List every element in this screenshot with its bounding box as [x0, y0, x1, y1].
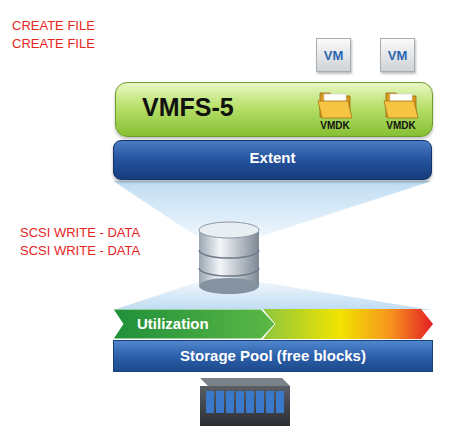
annotation-text: SCSI WRITE - DATA: [20, 225, 140, 241]
node-text: Extent: [114, 149, 431, 166]
vmdk-folder: VMDK: [378, 87, 424, 131]
utilization-chevron: [113, 309, 275, 339]
array-front: [200, 386, 290, 426]
drive-bay: [216, 391, 224, 413]
node-text: VMDK: [312, 120, 358, 131]
drive-bay: [246, 391, 254, 413]
disk-bottom: [199, 278, 259, 294]
disk-cylinder: [199, 222, 259, 294]
datastore-band: VMFS-5VMDK VMDK: [115, 82, 433, 137]
drive-bay: [226, 391, 234, 413]
funnel-upper: [113, 181, 432, 236]
node-text: Storage Pool (free blocks): [114, 347, 432, 364]
node-text: VM: [388, 48, 408, 63]
drive-bay: [256, 391, 264, 413]
vmdk-folder: VMDK: [312, 87, 358, 131]
node-text: VM: [324, 48, 344, 63]
vm-icon: VM: [316, 38, 351, 72]
annotation-text: SCSI WRITE - DATA: [20, 243, 140, 259]
storage-pool-band: Storage Pool (free blocks): [113, 340, 433, 372]
vm-icon: VM: [380, 38, 415, 72]
disk-top: [199, 222, 259, 238]
array-top: [200, 378, 290, 386]
storage-array: [200, 378, 290, 426]
disk-ring: [199, 250, 259, 258]
annotation-text: CREATE FILE: [12, 18, 95, 34]
funnel-lower: [113, 282, 432, 310]
node-text: VMFS-5: [142, 93, 234, 122]
utilization-arrow: Utilization: [113, 309, 433, 339]
folder-front: [318, 101, 352, 118]
disk-ring: [199, 268, 259, 276]
drive-bay: [206, 391, 214, 413]
node-text: VMDK: [378, 120, 424, 131]
node-text: Utilization: [137, 315, 209, 332]
folder-front: [384, 101, 418, 118]
utilization-gradient: [263, 309, 433, 339]
drive-bay: [266, 391, 274, 413]
drive-bay: [236, 391, 244, 413]
extent-band: Extent: [113, 140, 432, 180]
drive-bay: [276, 391, 284, 413]
annotation-text: CREATE FILE: [12, 36, 95, 52]
